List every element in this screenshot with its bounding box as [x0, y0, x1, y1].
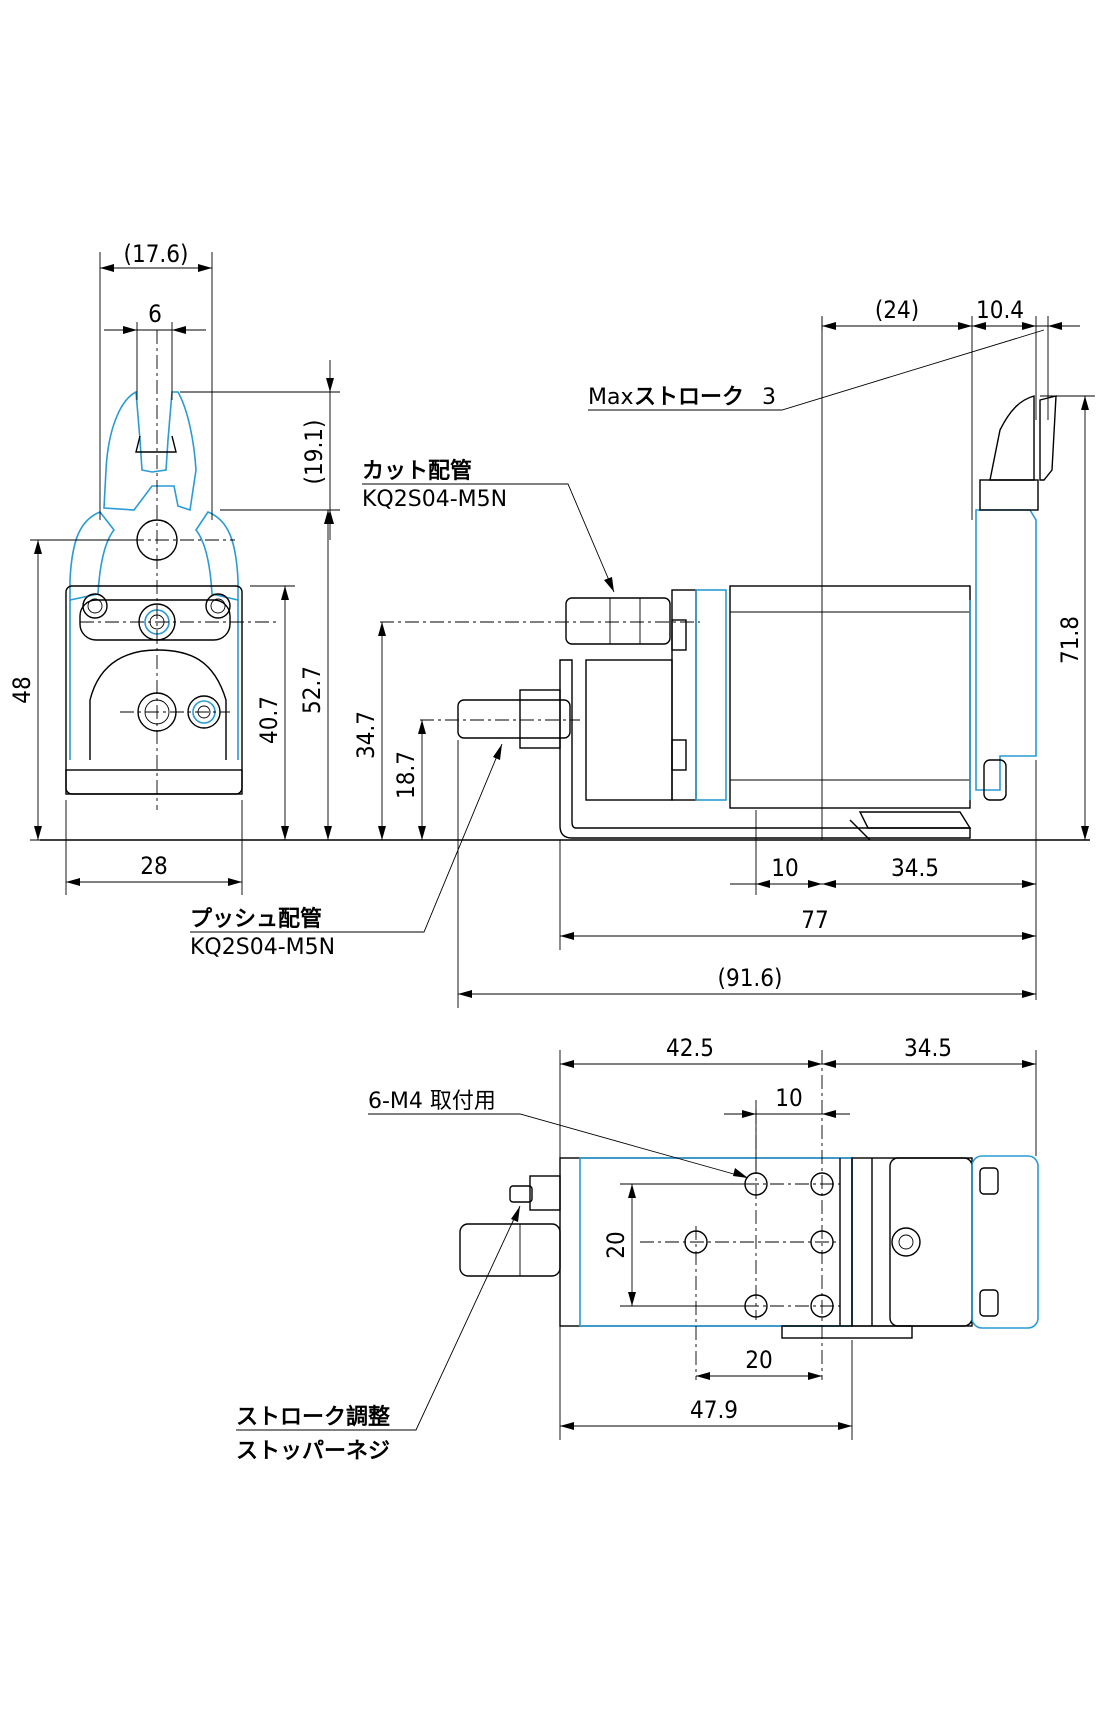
- dim-front-6: 6: [148, 300, 162, 328]
- dim-front-28: 28: [140, 852, 167, 880]
- front-dimensions: (17.6) 6 (19.1) 48 52.7 40.7: [8, 240, 340, 895]
- max-stroke-label-jp: ストローク: [634, 385, 744, 410]
- top-notes: 6-M4 取付用 ストローク調整 ストッパーネジ: [236, 1089, 749, 1464]
- mount-holes-note: 6-M4 取付用: [368, 1089, 496, 1114]
- cut-pipe-title: カット配管: [362, 458, 472, 484]
- top-view: [459, 1050, 1039, 1380]
- max-stroke-label: Max: [588, 385, 633, 410]
- stroke-adjust-line2: ストッパーネジ: [236, 1439, 390, 1464]
- max-stroke-value: 3: [762, 385, 776, 410]
- dim-top-20-vertical: 20: [602, 1231, 630, 1258]
- push-pipe-part: KQ2S04-M5N: [190, 935, 335, 960]
- cut-fitting: [565, 597, 671, 645]
- dim-front-48: 48: [8, 676, 36, 703]
- dim-side-10-4: 10.4: [976, 296, 1024, 324]
- dim-side-77: 77: [801, 906, 828, 934]
- dim-front-40-7: 40.7: [255, 696, 283, 744]
- front-jaw-outline: [103, 390, 197, 512]
- dim-front-19-1: (19.1): [300, 420, 328, 485]
- side-view: [40, 318, 1090, 841]
- dim-top-20-horizontal: 20: [745, 1346, 772, 1374]
- dim-side-34-5: 34.5: [891, 854, 939, 882]
- side-notes: Max ストローク 3 カット配管 KQ2S04-M5N プッシュ配管 KQ2S…: [190, 329, 1045, 960]
- dim-front-17-6: (17.6): [124, 240, 189, 268]
- side-dimensions: (24) 10.4 71.8 34.7 18.7 10 34.5 77: [352, 296, 1095, 1008]
- dim-top-47-9: 47.9: [690, 1396, 738, 1424]
- top-dimensions: 42.5 34.5 10 20 20 47.9: [559, 1034, 1037, 1440]
- front-view: [65, 330, 280, 810]
- side-jaw-assembly: [975, 509, 1037, 791]
- push-pipe-title: プッシュ配管: [190, 906, 322, 932]
- dim-front-52-7: 52.7: [298, 666, 326, 714]
- push-fitting: [457, 699, 571, 739]
- dim-top-34-5: 34.5: [904, 1034, 952, 1062]
- dim-side-34-7: 34.7: [352, 711, 380, 759]
- cut-pipe-part: KQ2S04-M5N: [362, 487, 507, 512]
- side-cylinder-body: [729, 585, 971, 809]
- dim-side-10: 10: [771, 854, 798, 882]
- dim-side-91-6: (91.6): [718, 964, 783, 992]
- dim-top-42-5: 42.5: [666, 1034, 714, 1062]
- dim-top-10: 10: [775, 1084, 802, 1112]
- dim-side-71-8: 71.8: [1056, 616, 1084, 664]
- dim-side-24: (24): [875, 296, 919, 324]
- stroke-adjust-line1: ストローク調整: [236, 1404, 390, 1430]
- dim-side-18-7: 18.7: [392, 751, 420, 799]
